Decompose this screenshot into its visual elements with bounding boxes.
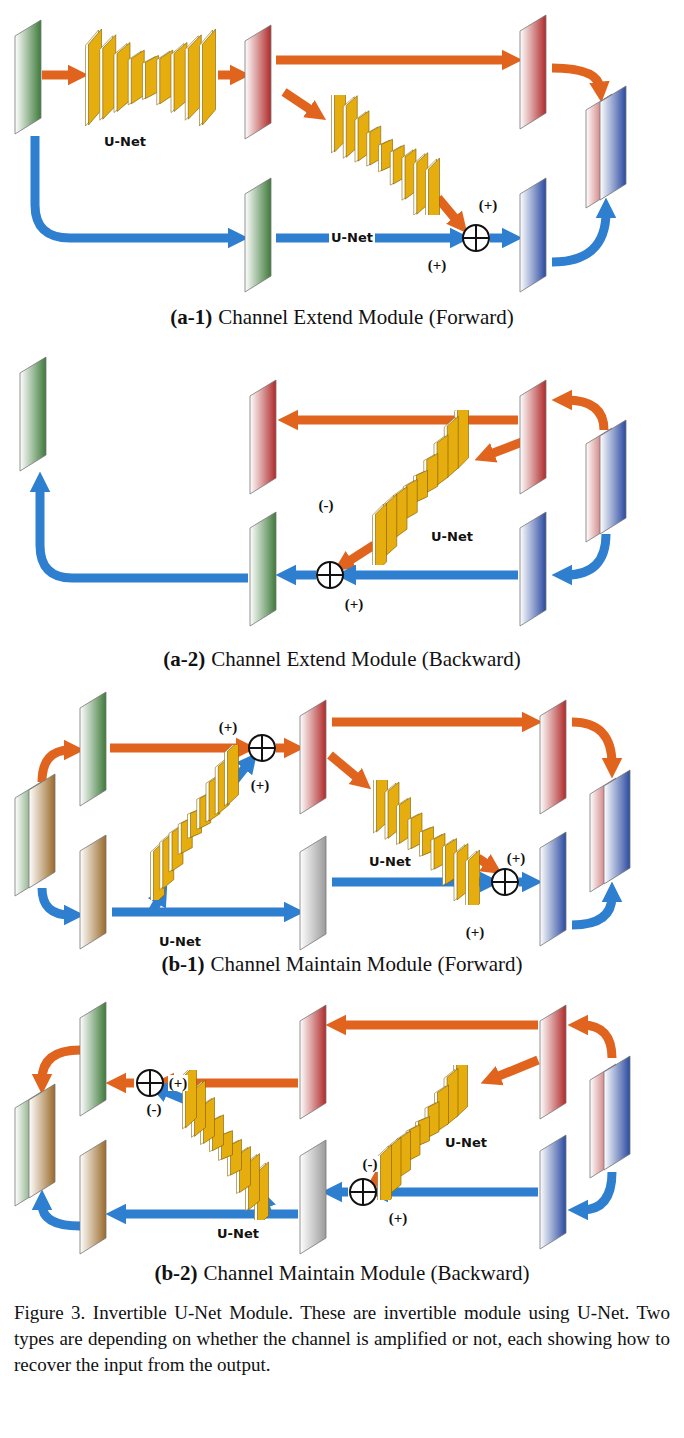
unet-layers xyxy=(360,780,495,905)
sign-label: (+) xyxy=(168,1075,189,1092)
module-name: U-Net xyxy=(215,1227,261,1241)
unet-block: U-Net xyxy=(360,780,495,905)
sign-label: (+) xyxy=(218,719,239,736)
unet-block: U-Net xyxy=(320,95,455,215)
layer-face xyxy=(427,453,438,492)
module-name: U-Net xyxy=(329,231,375,245)
layer-face xyxy=(228,745,239,805)
panel-tag: (a-1) xyxy=(170,306,212,329)
module-name: U-Net xyxy=(443,1136,489,1150)
sign-label: (+) xyxy=(388,1210,409,1227)
layer-face xyxy=(437,435,448,485)
unet-block: U-Net xyxy=(85,25,220,130)
sign-label: (+) xyxy=(427,257,448,274)
panel-tag: (b-2) xyxy=(154,1262,197,1285)
orange-arrows xyxy=(42,60,612,1180)
layer-face xyxy=(458,410,469,469)
sign-label: (-) xyxy=(318,497,335,514)
panel-title: Channel Maintain Module (Backward) xyxy=(204,1262,530,1285)
unet-block: U-Net xyxy=(355,410,485,565)
panel-title: Channel Extend Module (Forward) xyxy=(218,306,514,329)
layer-face xyxy=(381,1145,392,1200)
unet-layers xyxy=(135,745,255,900)
unet-layers xyxy=(165,1070,290,1220)
unet-block: U-Net xyxy=(135,745,255,900)
sign-label: (+) xyxy=(344,596,365,613)
layer-face xyxy=(396,487,407,537)
panel-title: Channel Extend Module (Backward) xyxy=(211,648,521,671)
sign-label: (-) xyxy=(146,1101,163,1118)
layer-face xyxy=(376,503,387,565)
module-name: U-Net xyxy=(429,530,475,544)
panel-title: Channel Maintain Module (Forward) xyxy=(211,953,523,976)
layer-face xyxy=(203,29,216,125)
sign-label: (+) xyxy=(250,777,271,794)
sign-label: (+) xyxy=(506,850,527,867)
module-name: U-Net xyxy=(367,855,413,869)
unet-layers xyxy=(85,25,220,130)
unet-block: U-Net xyxy=(165,1070,290,1220)
layer-face xyxy=(417,470,428,502)
layer-face xyxy=(386,494,397,556)
sign-label: (-) xyxy=(362,1156,379,1173)
sign-label: (+) xyxy=(465,924,486,941)
add-symbols xyxy=(137,225,518,1205)
layer-face xyxy=(469,850,480,905)
unet-layers xyxy=(360,1065,485,1200)
figure-caption: Figure 3. Invertible U-Net Module. These… xyxy=(14,1300,670,1377)
unet-block: U-Net xyxy=(360,1065,485,1200)
sign-label: (+) xyxy=(478,197,499,214)
panel-tag: (a-2) xyxy=(163,648,205,671)
feature-maps xyxy=(15,15,630,1254)
layer-face xyxy=(429,158,440,215)
module-name: U-Net xyxy=(102,135,148,149)
layer-face xyxy=(447,416,458,478)
panel-tag: (b-1) xyxy=(161,953,204,976)
unet-layers xyxy=(320,95,455,215)
module-name: U-Net xyxy=(157,935,203,949)
layer-face xyxy=(406,479,417,518)
blue-arrows xyxy=(35,136,612,1226)
